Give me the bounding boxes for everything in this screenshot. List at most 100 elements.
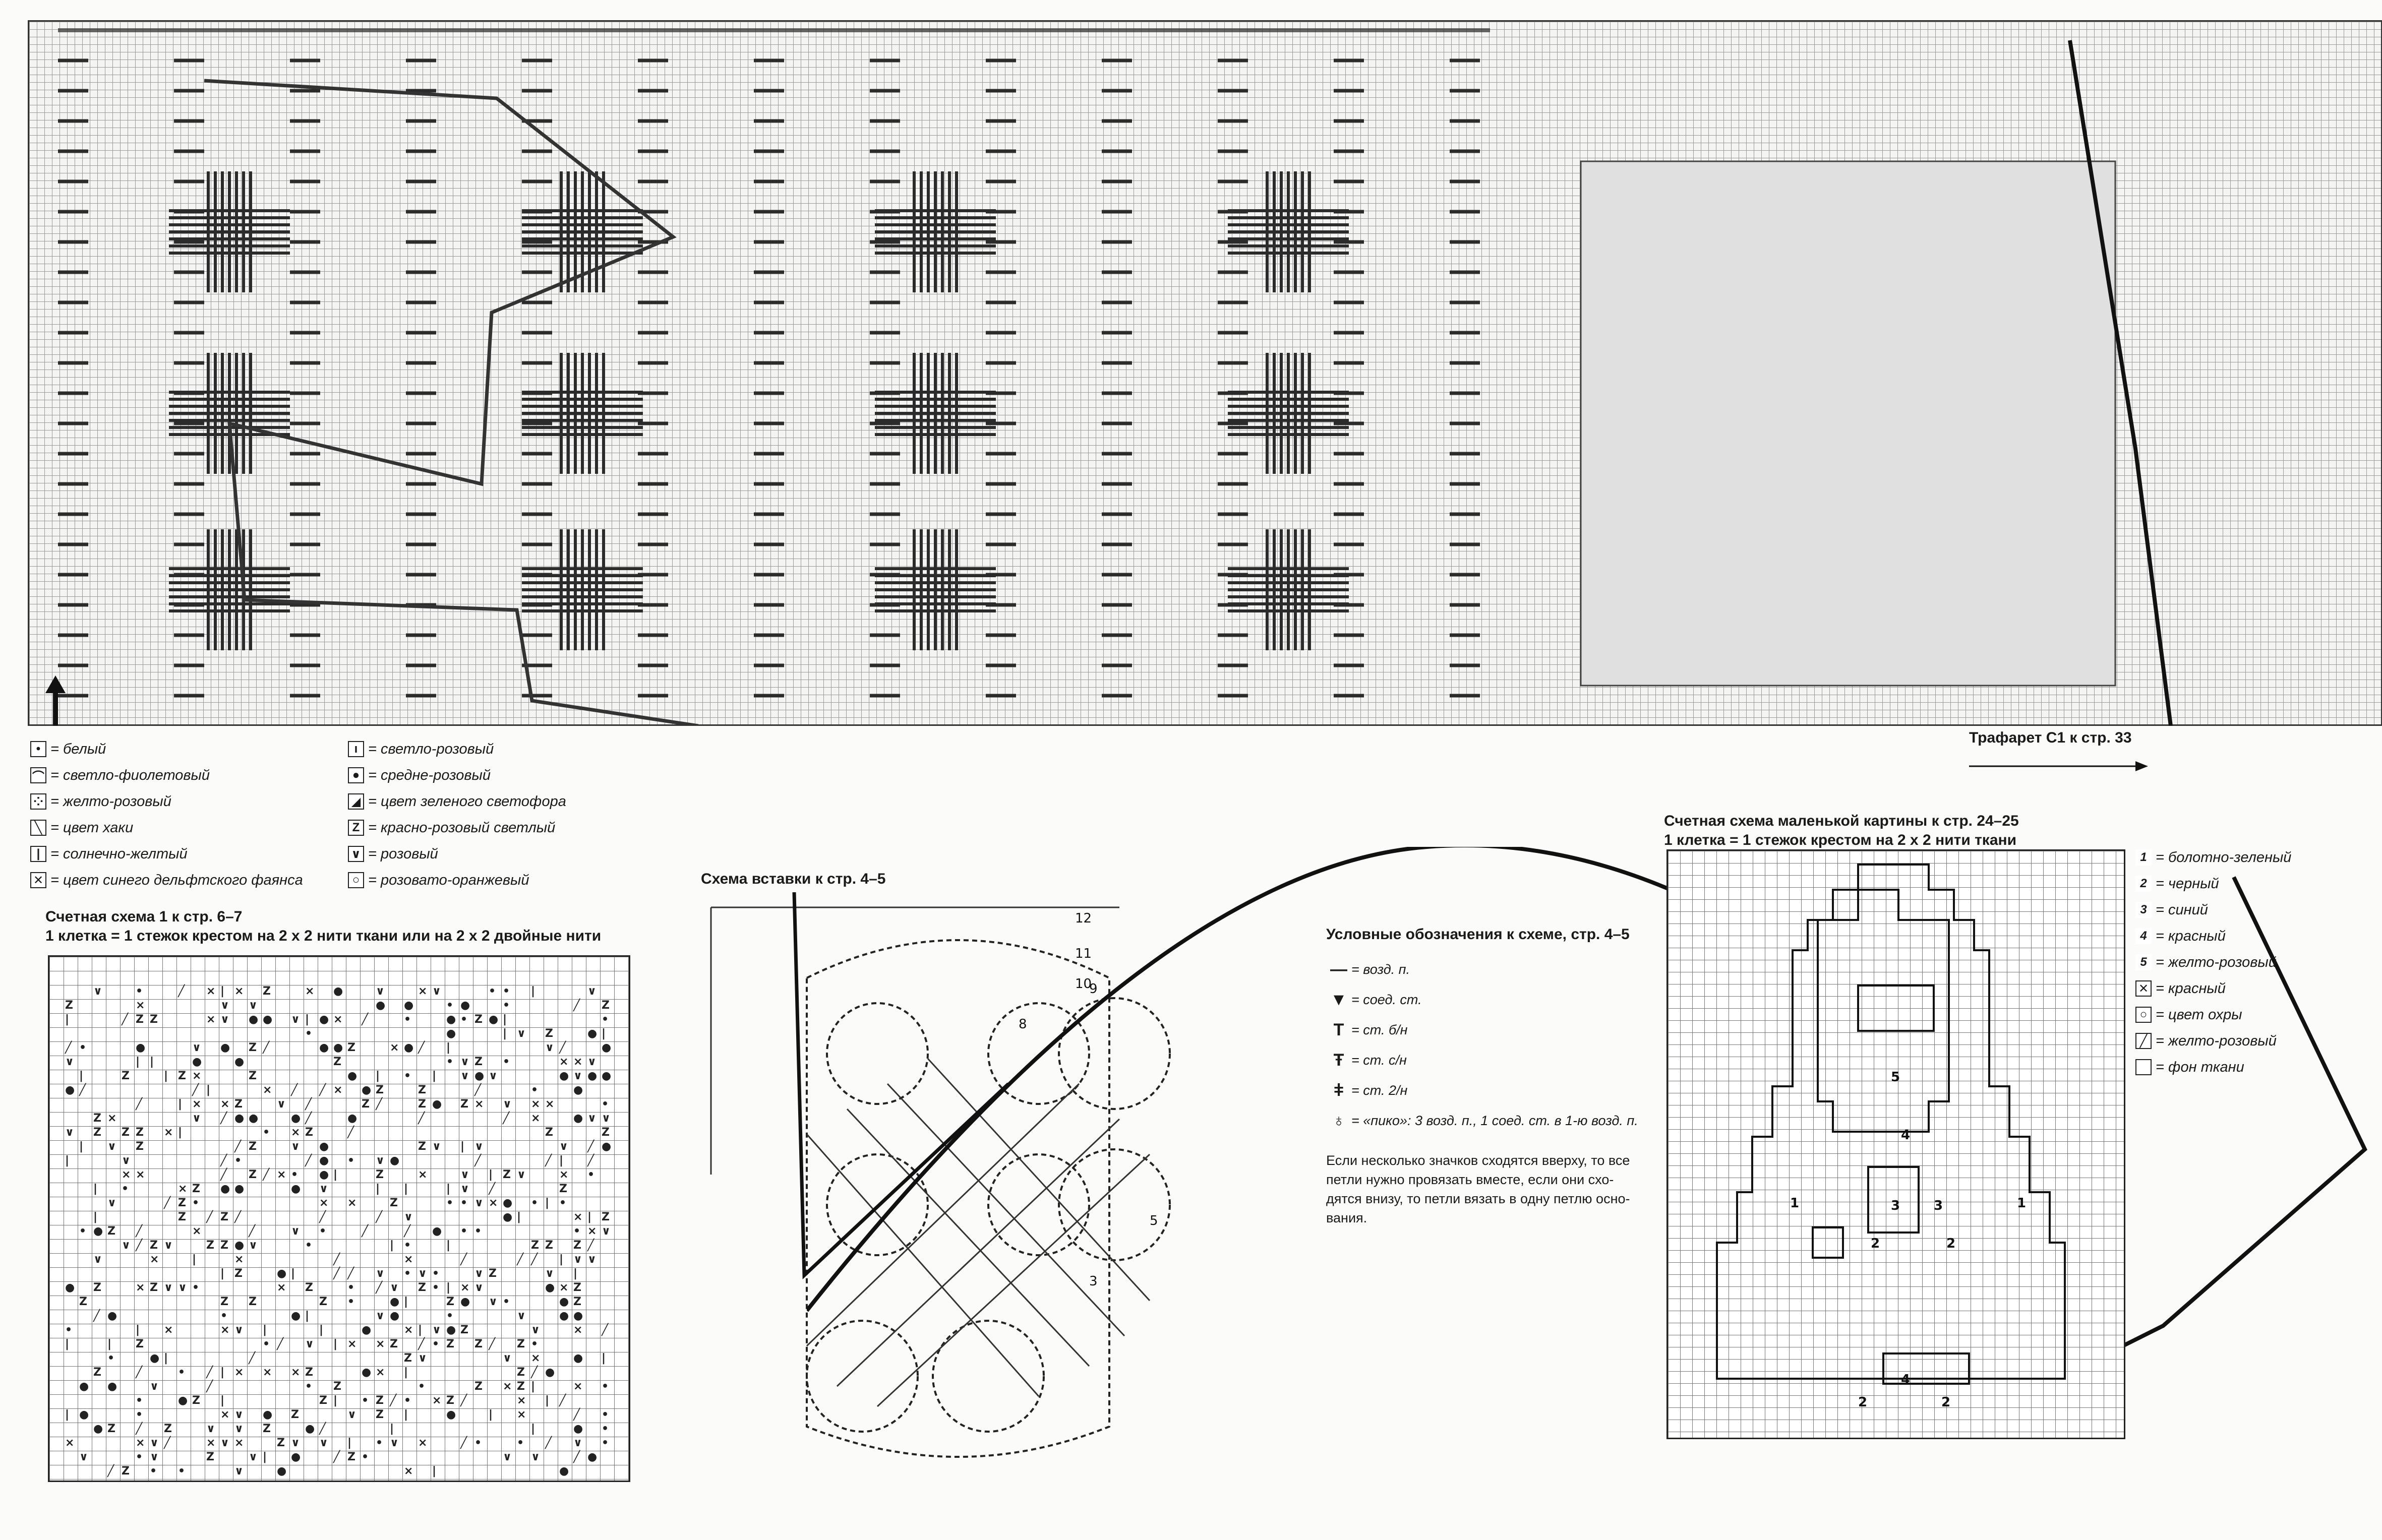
- legend-row: ●= средне-розовый: [348, 762, 630, 788]
- stitch-symbol: •: [503, 1056, 510, 1068]
- legend-label: = цвет синего дельфтского фаянса: [50, 872, 303, 888]
- stitch-symbol: |: [602, 1352, 606, 1365]
- stitch-symbol: •: [234, 1154, 242, 1167]
- legend-row: ╲= цвет хаки: [30, 815, 353, 841]
- stitch-symbol: ×: [418, 985, 427, 998]
- legend-label: = черный: [2156, 875, 2219, 892]
- stitch-symbol: ╱: [206, 1365, 214, 1379]
- stitch-symbol: Z: [192, 1183, 200, 1195]
- legend-row: ⁘= желто-розовый: [30, 788, 353, 815]
- stitch-symbol: ×: [136, 1437, 145, 1449]
- stitch-symbol: ∨: [150, 1380, 159, 1393]
- stitch-symbol: |: [136, 1056, 140, 1068]
- stitch-symbol: ∨: [249, 999, 258, 1012]
- stitch-symbol: •: [559, 1197, 566, 1209]
- stitch-symbol: ×: [503, 1380, 512, 1393]
- stitch-symbol: Z: [390, 1338, 398, 1350]
- stitch-symbol: Z: [192, 1394, 200, 1407]
- stitch-symbol: Z: [376, 1394, 384, 1407]
- stitch-symbol: ●: [404, 999, 413, 1012]
- stitch-symbol: Z: [220, 1239, 228, 1252]
- stitch-symbol: ╱: [587, 1139, 595, 1153]
- stitch-symbol: ╱: [347, 1125, 355, 1139]
- stitch-symbol: Z: [136, 1140, 144, 1153]
- legend-label: = красно-розовый светлый: [368, 819, 556, 836]
- stitch-symbol: •: [474, 1225, 482, 1238]
- symbol-number: 2: [2135, 876, 2152, 892]
- stitch-symbol: •: [503, 1296, 510, 1308]
- stitch-symbol: ╱: [389, 1393, 397, 1407]
- stitch-symbol: ×: [277, 1168, 286, 1181]
- legend-label: = красный: [2156, 928, 2226, 944]
- stitch-symbol: Z: [220, 1211, 228, 1223]
- stitch-symbol: ∨: [376, 1310, 385, 1322]
- legend-label: = желто-розовый: [2156, 1032, 2277, 1049]
- stitch-symbol: Z: [93, 1366, 101, 1379]
- stitch-symbol: |: [93, 1211, 97, 1223]
- stitch-symbol: ∨: [587, 1112, 597, 1125]
- stitch-symbol: •: [65, 1324, 72, 1336]
- stitch-symbol: ∨: [277, 1098, 286, 1111]
- stitch-symbol: Z: [234, 1098, 243, 1111]
- stitch-symbol: |: [587, 1211, 591, 1223]
- stitch-symbol: ╱: [107, 1464, 115, 1477]
- row-number: 11: [1075, 946, 1092, 961]
- legend-label: = белый: [50, 741, 106, 757]
- stitch-symbol: ×: [178, 1183, 187, 1195]
- stitch-symbol: ∨: [531, 1324, 540, 1336]
- stitch-symbol: •: [460, 1225, 467, 1238]
- stitch-symbol: ●: [446, 1408, 456, 1421]
- stitch-symbol: |: [404, 1408, 408, 1421]
- legend-row: ✕= красный: [2135, 975, 2352, 1002]
- stitch-symbol: ∨: [545, 1267, 554, 1280]
- stitch-symbol: ●: [319, 1041, 329, 1054]
- stitch-symbol: ∨: [291, 1437, 300, 1449]
- stitch-symbol: Z: [517, 1366, 525, 1379]
- stitch-symbol: Z: [460, 1098, 468, 1111]
- stitch-symbol: ∨: [587, 1056, 597, 1068]
- picot-icon: ♁: [1332, 1111, 1345, 1130]
- stencil-label: Трафарет С1 к стр. 33: [1969, 729, 2132, 746]
- stitch-symbol: •: [263, 1126, 270, 1139]
- stitch-symbol: ╱: [559, 1393, 567, 1407]
- stitch-symbol: ●: [291, 1451, 301, 1463]
- main-chart-motifs: [58, 28, 2173, 726]
- stitch-symbol: ●: [602, 1070, 611, 1082]
- stitch-symbol: •: [602, 1423, 609, 1435]
- legend-row: = фон ткани: [2135, 1054, 2352, 1080]
- legend-left: •= белый ⌒= светло-фиолетовый ⁘= желто-р…: [30, 736, 353, 893]
- legend-row: Z= красно-розовый светлый: [348, 815, 630, 841]
- symbol-box: ✕: [30, 872, 46, 888]
- stitch-symbol: |: [220, 985, 224, 998]
- stitch-symbol: |: [263, 1451, 267, 1463]
- stitch-symbol: |: [446, 1239, 450, 1252]
- legend-row: ○= розовато-оранжевый: [348, 867, 630, 893]
- stitch-symbol: •: [362, 1451, 369, 1463]
- stitch-symbol: ●: [474, 1070, 484, 1082]
- stitch-symbol: Z: [474, 1380, 483, 1393]
- stitch-symbol: ╱: [319, 1422, 327, 1435]
- stitch-symbol: ∨: [93, 985, 102, 998]
- stitch-symbol: •: [460, 1013, 467, 1026]
- stitch-symbol: ×: [305, 985, 314, 998]
- stitch-symbol: ∨: [474, 1281, 484, 1294]
- stitch-symbol: ●: [178, 1394, 188, 1407]
- stitch-symbol: ∨: [150, 1437, 159, 1449]
- stitch-symbol: ╱: [135, 1097, 143, 1111]
- stitch-symbol: Z: [573, 1281, 581, 1294]
- color-number: 2: [1858, 1395, 1867, 1410]
- legend-row: ✕= цвет синего дельфтского фаянса: [30, 867, 353, 893]
- stitch-symbol: ╱: [361, 1224, 369, 1238]
- stitch-symbol: ∨: [291, 1140, 300, 1153]
- stitch-symbol: ╱: [488, 1337, 496, 1350]
- stitch-symbol: ●: [136, 1041, 145, 1054]
- symbol-number: 1: [2135, 849, 2152, 866]
- small-picture-title-line1: Счетная схема маленькой картины к стр. 2…: [1664, 813, 2019, 829]
- stitch-symbol: ╱: [573, 1407, 581, 1421]
- stitch-symbol: ╱: [262, 1040, 270, 1054]
- stitch-symbol: ●: [234, 1112, 244, 1125]
- stitch-symbol: |: [319, 1324, 323, 1336]
- stitch-symbol: ╱: [121, 1012, 129, 1026]
- stitch-symbol: ╱: [220, 1111, 228, 1125]
- small-picture-outline: 5 4 3 3 2 2 1 1 4 2 2: [1716, 864, 2066, 1410]
